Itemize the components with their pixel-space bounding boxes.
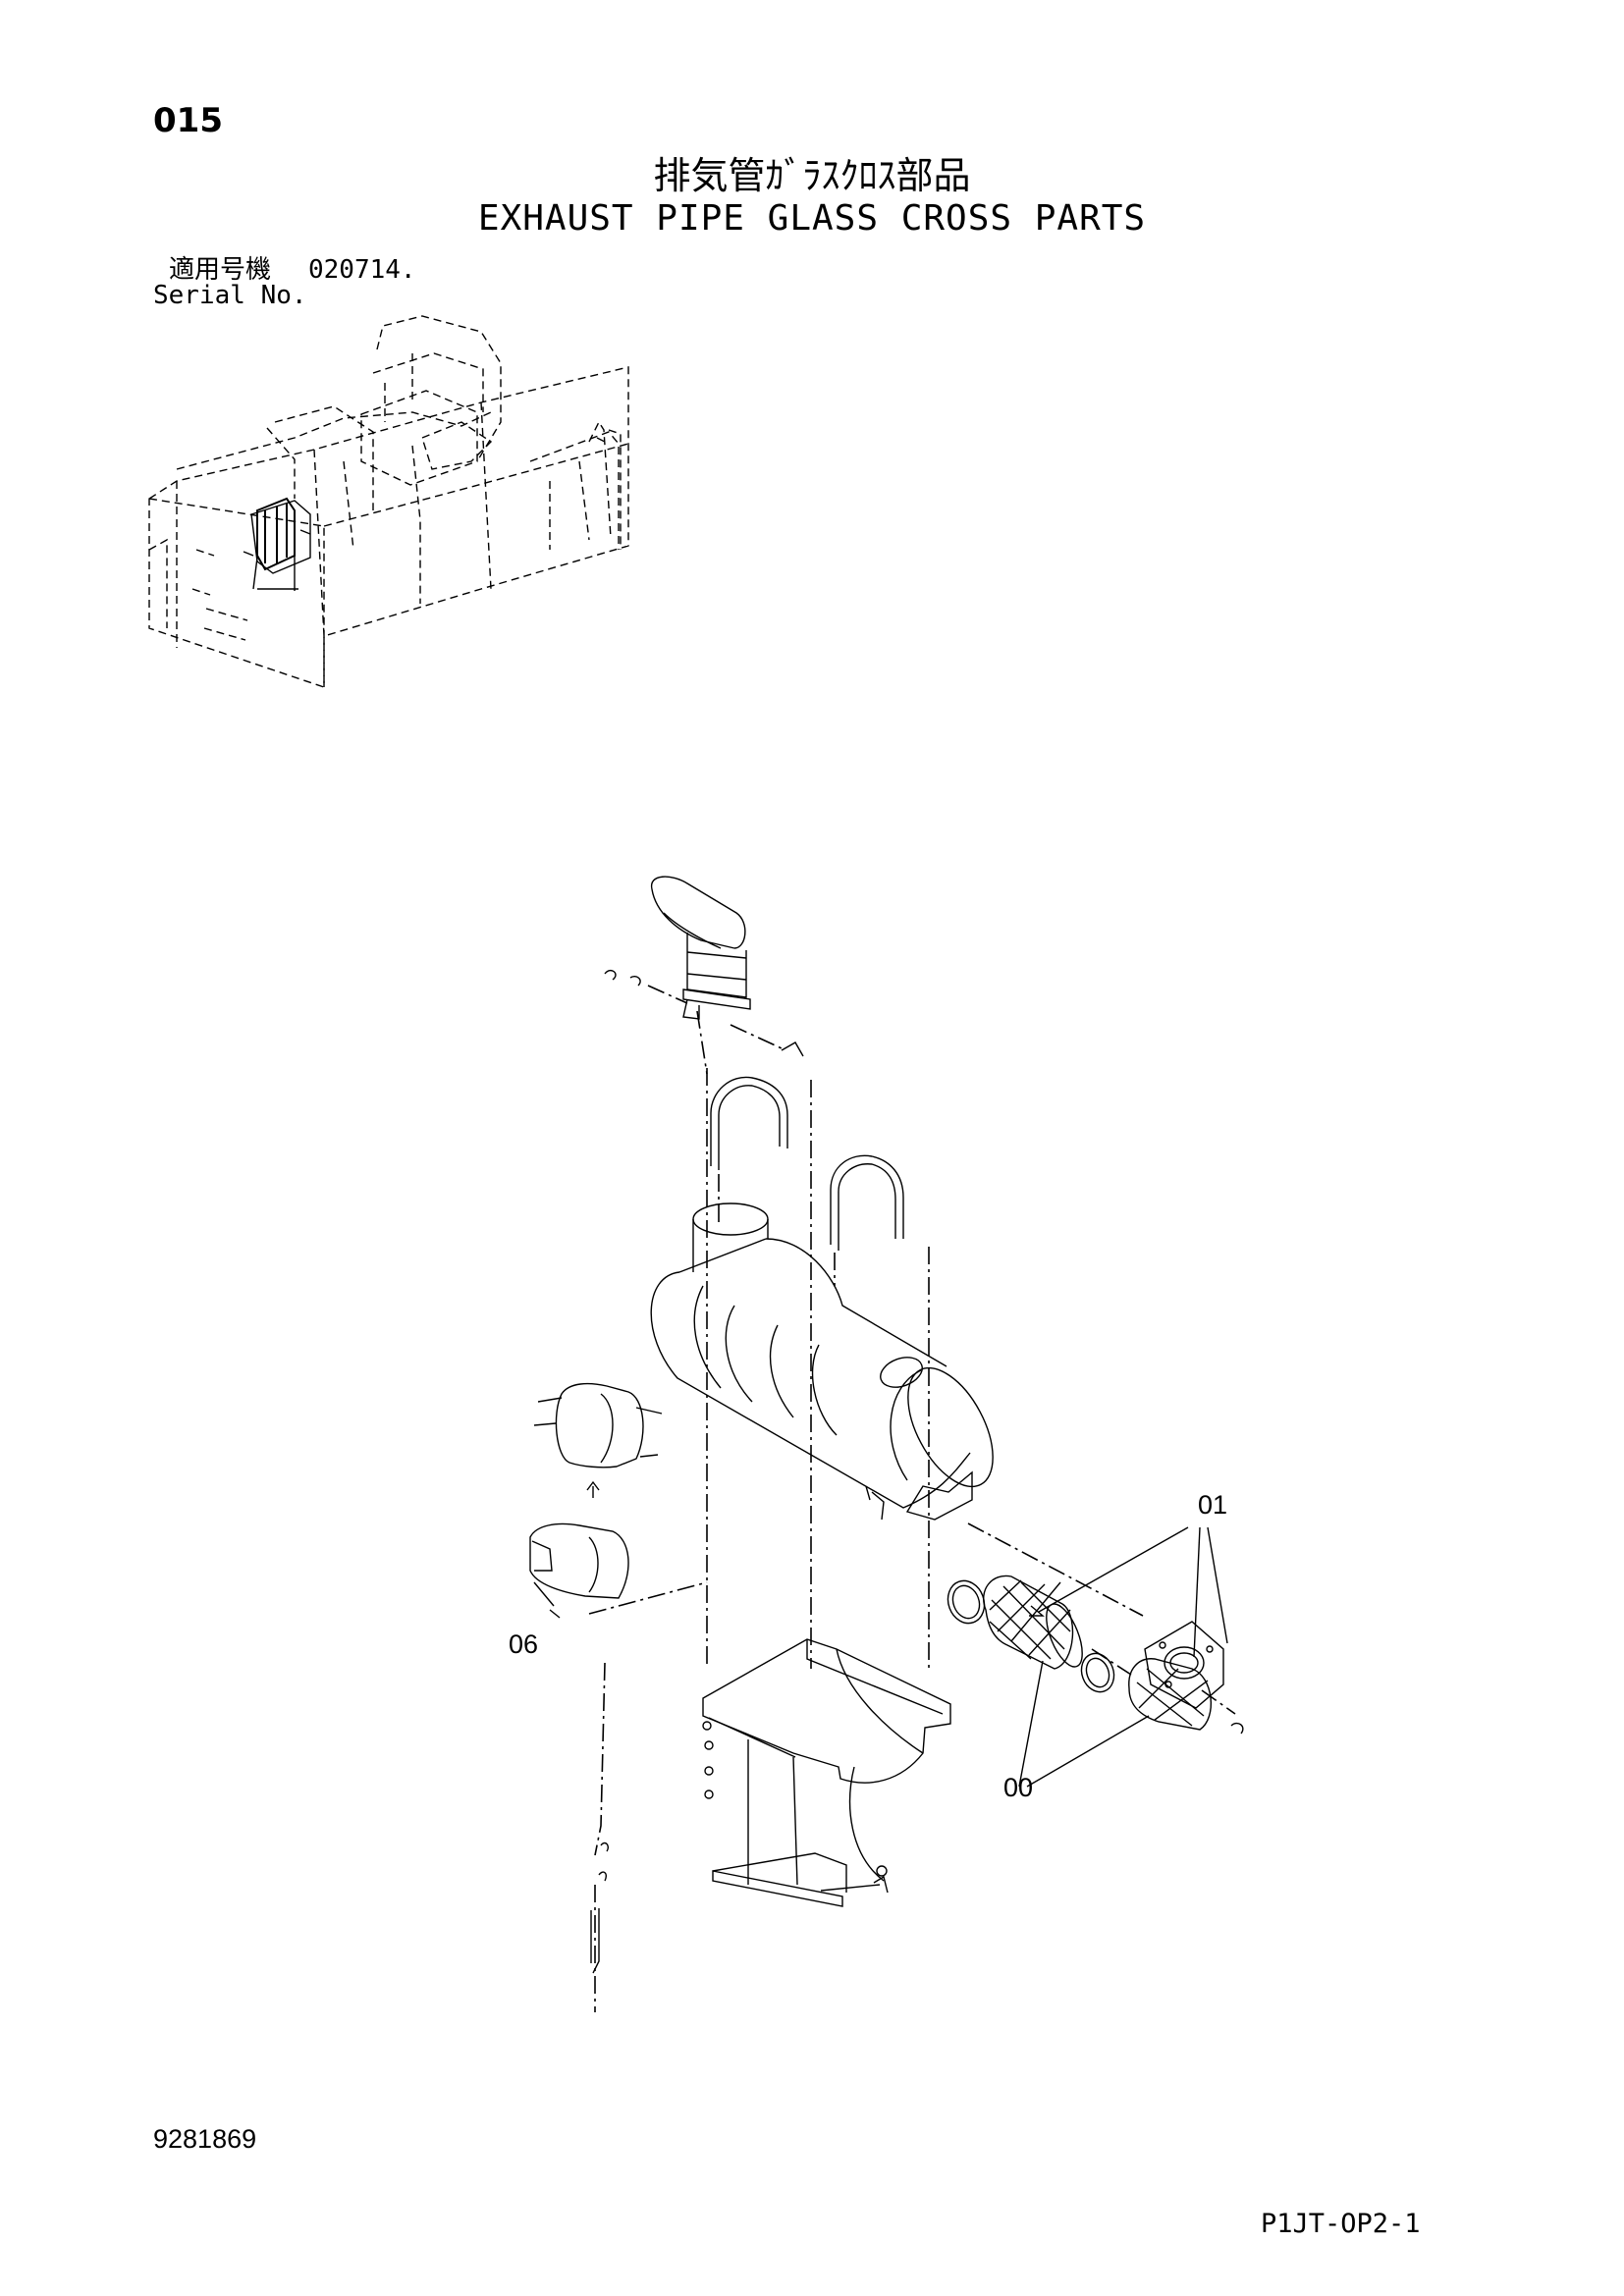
page-title-japanese: 排気管ｶﾞﾗｽｸﾛｽ部品 bbox=[653, 154, 971, 197]
muffler bbox=[650, 1202, 994, 1521]
serial-number-value: 020714. bbox=[308, 255, 416, 285]
page-title: EXHAUST PIPE GLASS CROSS PARTS bbox=[477, 198, 1147, 239]
callout-06: 06 bbox=[509, 1629, 539, 1659]
assembly-centerlines bbox=[588, 1522, 1236, 2012]
flange-gaskets bbox=[947, 1579, 1115, 1693]
callout-leaders bbox=[533, 1526, 1228, 1788]
serial-label: Serial No. bbox=[153, 281, 307, 310]
callout-00: 00 bbox=[1003, 1773, 1034, 1802]
machine-overview-illustration bbox=[148, 315, 629, 688]
sheet-code: P1JT-OP2-1 bbox=[1261, 2209, 1421, 2239]
drawing-number: 9281869 bbox=[153, 2124, 257, 2154]
serial-label-japanese: 適用号機 bbox=[169, 255, 272, 285]
glass-cross-wrap bbox=[983, 1575, 1244, 1735]
callout-01: 01 bbox=[1198, 1490, 1228, 1520]
u-bolt-clamps bbox=[706, 1041, 930, 1669]
page-number: 015 bbox=[153, 101, 223, 140]
exhaust-stack bbox=[604, 876, 783, 1075]
pipe-sleeve bbox=[529, 1382, 663, 1619]
mounting-bracket bbox=[590, 1638, 951, 1974]
